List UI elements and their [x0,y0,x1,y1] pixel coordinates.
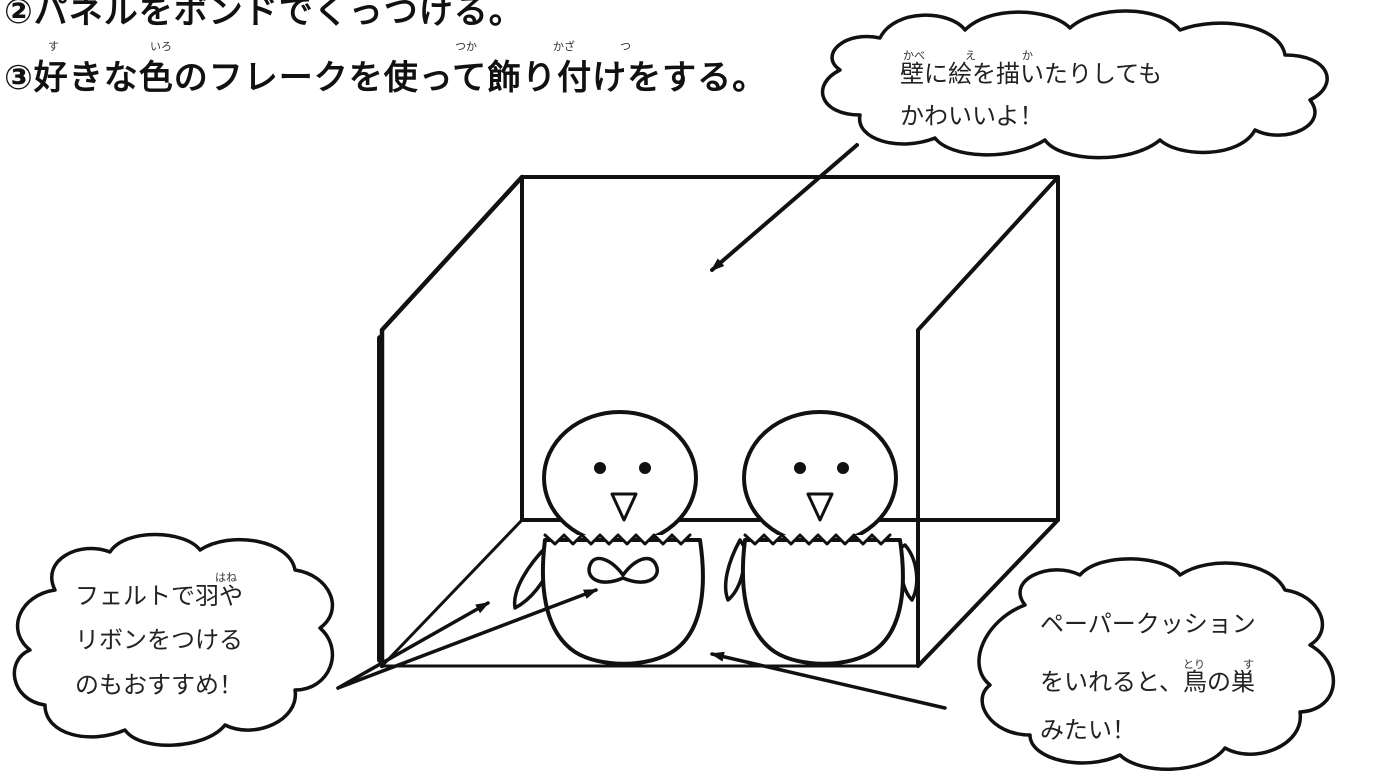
bird-left-head [542,410,698,546]
cloud-cushion-line-3: みたい！ [1040,716,1136,744]
bird-left-eye-left [594,462,606,474]
cloud-cushion-line-2: をいれると、鳥の巣 [1040,668,1256,696]
bird-right-ruff [743,533,892,546]
cloud-felt-line-3: のもおすすめ！ [75,671,243,699]
bird-left-body [540,538,705,666]
bird-right [723,410,919,666]
bird-left-ruff [543,533,692,546]
ruby-tori: とり [1183,658,1205,671]
cloud-cushion-line-1: ペーパークッション [1040,610,1256,638]
bird-left-bowtie [587,556,659,584]
arrow-cushion-to-floor [710,651,947,710]
bird-right-beak [806,492,834,522]
arrow-wall [710,143,859,272]
ruby-kaza: かざ [553,40,575,53]
box-floor-left-edge [380,518,524,668]
instruction-step-3: ③好きな色のフレークを使って飾り付けをする。 [4,58,768,98]
ruby-hane: はね [215,571,237,584]
box-diorama [377,174,1060,669]
bird-left [512,410,705,666]
ruby-e: え [965,49,976,62]
ruby-kabe: かべ [903,49,925,62]
arrow-felt-to-bowtie [336,588,598,690]
bird-left-eye-right [639,462,651,474]
ruby-suki: す [48,40,59,53]
cloud-felt-line-2: リボンをつける [75,626,243,654]
ruby-tsuka: つか [455,40,477,53]
ruby-iro: いろ [150,40,172,53]
ruby-su: す [1243,658,1254,671]
bird-right-body [740,538,905,666]
cloud-cushion-bubble [977,557,1336,771]
bird-right-eye-right [837,462,849,474]
bird-right-eye-left [794,462,806,474]
cloud-felt-bubble [12,532,335,747]
bird-left-beak [610,492,638,522]
cloud-wall-line-2: かわいいよ！ [900,102,1044,130]
cloud-wall-line-1: 壁に絵を描いたりしても [900,60,1163,88]
instruction-step-2: ②パネルをボンドでくっつける。 [4,0,524,32]
cloud-wall-bubble [820,9,1329,160]
bird-right-head [742,410,898,546]
ruby-ka: か [1022,49,1033,62]
arrows [336,143,947,710]
ruby-tsu: つ [620,40,631,53]
arrow-felt-to-wing [336,601,490,690]
cloud-felt-line-1: フェルトで羽や [75,582,243,610]
